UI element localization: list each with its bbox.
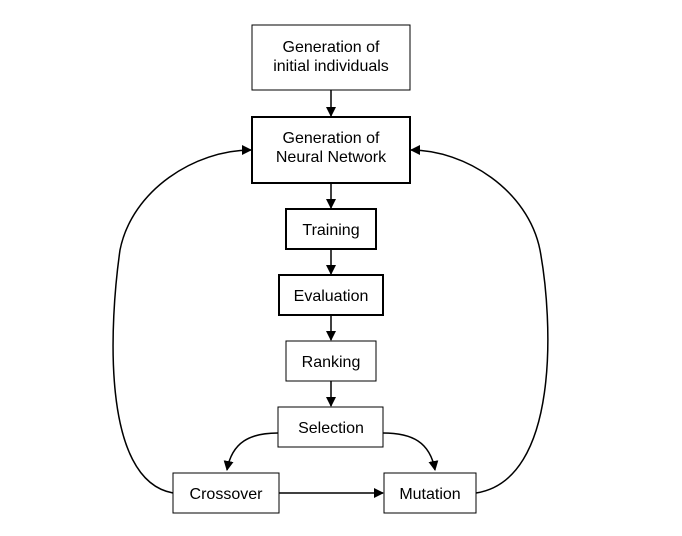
edge-mutation-loop-to-neural (410, 145, 549, 494)
node-selection-label: Selection (298, 420, 364, 437)
node-initial-individuals: Generation of initial individuals (251, 24, 411, 91)
node-mutation-label: Mutation (399, 486, 460, 503)
edge-selection-to-crossover (223, 432, 279, 471)
edge-crossover-loop-to-neural (112, 145, 252, 494)
node-initial-line2: initial individuals (273, 58, 389, 75)
node-neural-network: Generation of Neural Network (251, 116, 411, 184)
node-neural-line1: Generation of (283, 130, 381, 147)
node-mutation: Mutation (383, 472, 477, 514)
node-neural-line2: Neural Network (276, 149, 387, 166)
node-crossover-label: Crossover (190, 486, 264, 503)
node-initial-line1: Generation of (283, 39, 381, 56)
node-ranking-label: Ranking (302, 354, 361, 371)
node-evaluation-label: Evaluation (294, 288, 369, 305)
node-training-label: Training (302, 222, 359, 239)
node-selection: Selection (277, 406, 384, 448)
node-crossover: Crossover (172, 472, 280, 514)
node-training: Training (285, 208, 377, 250)
node-ranking: Ranking (285, 340, 377, 382)
edge-selection-to-mutation (382, 432, 439, 471)
node-evaluation: Evaluation (278, 274, 384, 316)
